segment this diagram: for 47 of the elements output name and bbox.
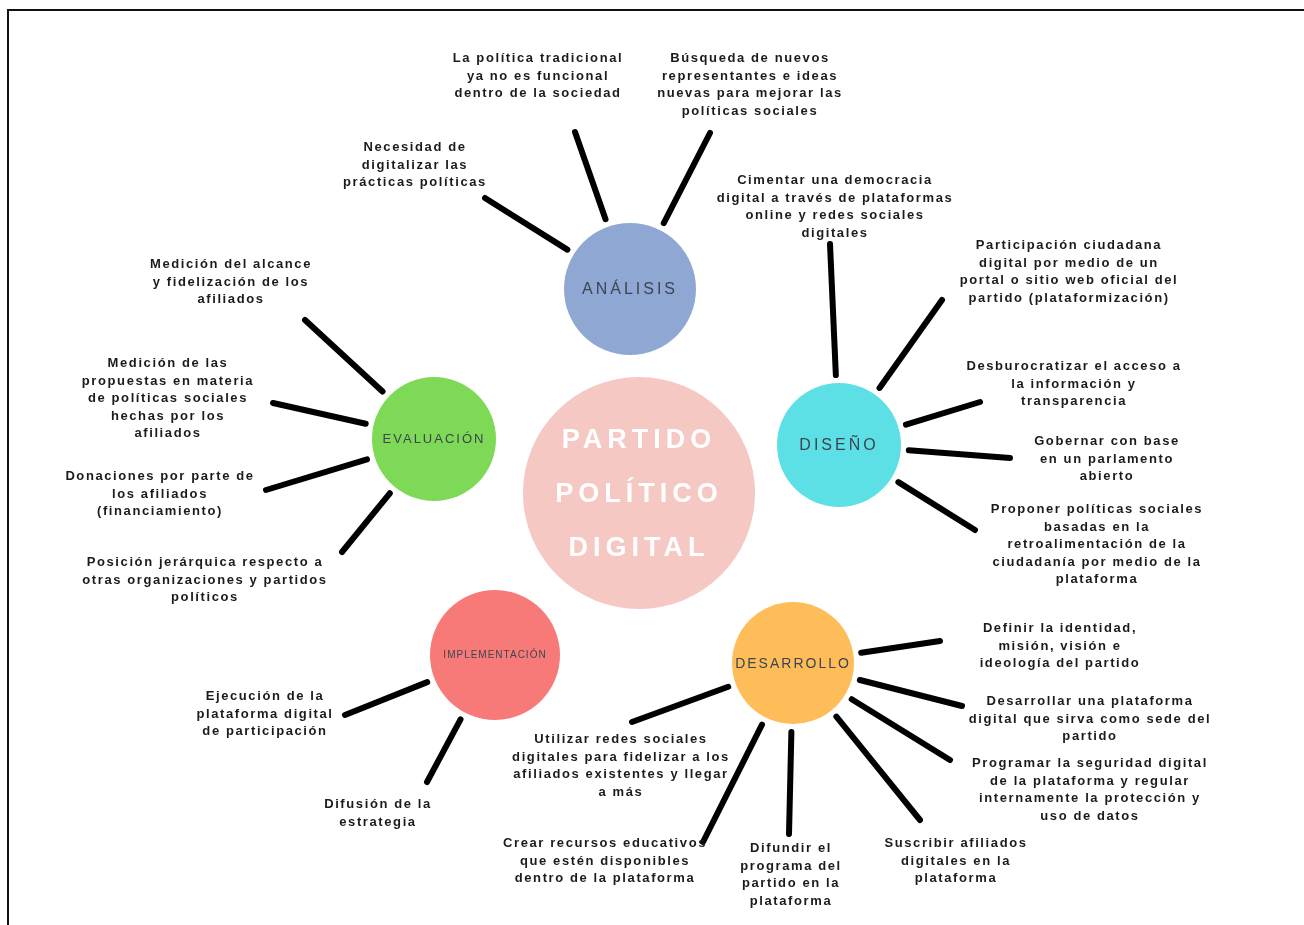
connector-line xyxy=(342,679,431,718)
connector-line xyxy=(302,317,386,395)
connector-line xyxy=(482,195,571,253)
idea-text: Proponer políticas sociales basadas en la retroalimentación de la ciudadanía por medio de la plataforma xyxy=(986,500,1208,588)
connector-line xyxy=(827,241,839,379)
connector-line xyxy=(660,130,713,227)
idea-text: Desburocratizar el acceso a la información y transparencia xyxy=(963,357,1185,410)
idea-text: La política tradicional ya no es funcional dentro de la sociedad xyxy=(446,49,630,102)
idea-text: Posición jerárquica respecto a otras organizaciones y partidos políticos xyxy=(77,553,333,606)
idea-text: Donaciones por parte de los afiliados (financiamiento) xyxy=(62,467,258,520)
connector-line xyxy=(905,447,1013,461)
circle-label: DESARROLLO xyxy=(734,654,852,672)
connector-line xyxy=(858,638,943,656)
circle-label: PARTIDO POLÍTICO DIGITAL xyxy=(554,423,724,564)
circle-label: IMPLEMENTACIÓN xyxy=(442,648,548,662)
circle-label: EVALUACIÓN xyxy=(381,430,487,448)
connector-line xyxy=(700,721,765,845)
connector-line xyxy=(895,479,978,533)
idea-text: Difundir el programa del partido en la plataforma xyxy=(728,839,854,910)
connector-line xyxy=(263,456,370,493)
idea-text: Necesidad de digitalizar las prácticas políticas xyxy=(330,138,500,191)
connector-line xyxy=(629,683,732,725)
connector-line xyxy=(786,729,795,837)
idea-text: Programar la seguridad digital de la plataforma y regular internamente la protección y uso de datos xyxy=(972,754,1208,825)
idea-text: Utilizar redes sociales digitales para fidelizar a los afiliados existentes y llegar a más xyxy=(508,730,734,801)
idea-text: Ejecución de la plataforma digital de participación xyxy=(193,687,337,740)
connector-line xyxy=(572,129,609,223)
idea-text: Desarrollar una plataforma digital que sirva como sede del partido xyxy=(968,692,1212,745)
connector-line xyxy=(833,713,923,823)
connector-line xyxy=(424,716,464,785)
idea-text: Cimentar una democracia digital a través de plataformas online y redes sociales digitales xyxy=(714,171,956,242)
idea-text: Difusión de la estrategia xyxy=(312,795,444,831)
connector-line xyxy=(902,399,983,428)
idea-text: Medición de las propuestas en materia de políticas sociales hechas por los afiliados xyxy=(75,354,261,442)
connector-line xyxy=(876,297,945,391)
connector-line xyxy=(856,677,965,709)
idea-text: Suscribir afiliados digitales en la plataforma xyxy=(872,834,1040,887)
idea-text: Gobernar con base en un parlamento abierto xyxy=(1023,432,1191,485)
connector-line xyxy=(339,490,393,555)
connector-line xyxy=(848,696,953,763)
idea-text: Búsqueda de nuevos representantes e ideas nuevas para mejorar las políticas sociales xyxy=(642,49,858,120)
circle-label: DISEÑO xyxy=(798,435,880,455)
idea-text: Definir la identidad, misión, visión e ideología del partido xyxy=(963,619,1157,672)
connector-line xyxy=(270,400,369,427)
circle-label: ANÁLISIS xyxy=(581,279,679,299)
idea-text: Participación ciudadana digital por medio de un portal o sitio web oficial del partido (plataformización) xyxy=(957,236,1181,307)
idea-text: Medición del alcance y fidelización de los afiliados xyxy=(145,255,317,308)
